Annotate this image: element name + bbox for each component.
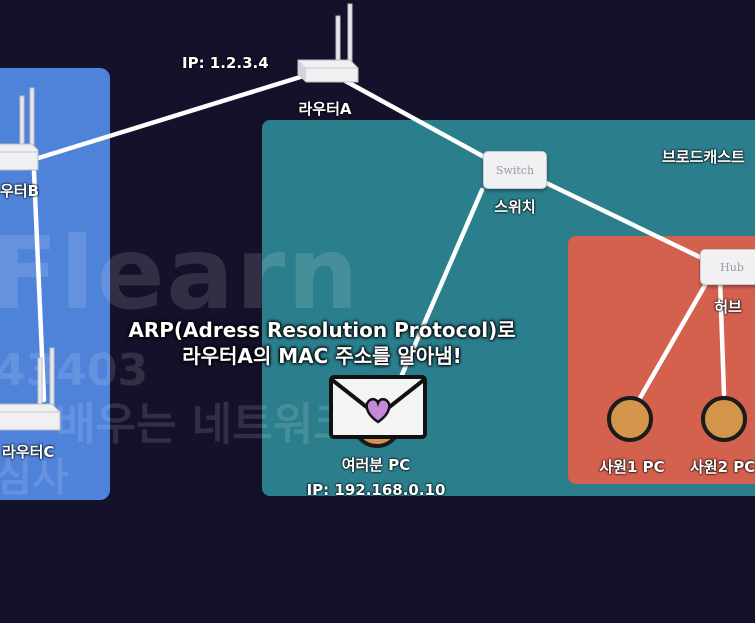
broadcast-label: 브로드캐스트 [662, 148, 745, 166]
watermark-brand: Flearn [0, 215, 361, 332]
employee1-pc-node [607, 396, 653, 442]
watermark-name: 심사 [0, 455, 69, 501]
link-routerb-routera [29, 71, 313, 163]
router-a-label: 라우터A [298, 100, 352, 118]
my-pc-ip: IP: 192.168.0.10 [306, 481, 446, 499]
hub-icon: Hub [700, 249, 755, 285]
watermark-number: 43403 [0, 345, 149, 396]
link-routera-switch [337, 75, 511, 173]
my-pc-label: 여러분 PC [341, 456, 411, 474]
caption-line-1: ARP(Adress Resolution Protocol)로 [128, 318, 516, 342]
router-icon [0, 347, 61, 431]
watermark-course: 배우는 네트워크 [55, 399, 354, 450]
router-icon [297, 3, 359, 83]
caption-line-2: 라우터A의 MAC 주소를 알아냄! [182, 344, 462, 368]
switch-label: 스위치 [494, 198, 536, 216]
link-hub-pc2 [717, 277, 727, 397]
link-hub-pc1 [637, 277, 711, 401]
router-icon [0, 87, 39, 171]
switch-icon: Switch [483, 151, 547, 189]
hub-label: 허브 [714, 298, 742, 316]
envelope-heart-icon [329, 375, 427, 439]
employee2-pc-node [701, 396, 747, 442]
router-b-label: 우터B [0, 182, 40, 200]
employee2-pc-label: 사원2 PC [690, 458, 755, 476]
link-switch-hub [537, 177, 713, 265]
router-a-ip: IP: 1.2.3.4 [182, 54, 269, 72]
link-switch-mypc [395, 187, 485, 387]
employee1-pc-label: 사원1 PC [599, 458, 665, 476]
router-c-label: 라우터C [2, 443, 55, 461]
